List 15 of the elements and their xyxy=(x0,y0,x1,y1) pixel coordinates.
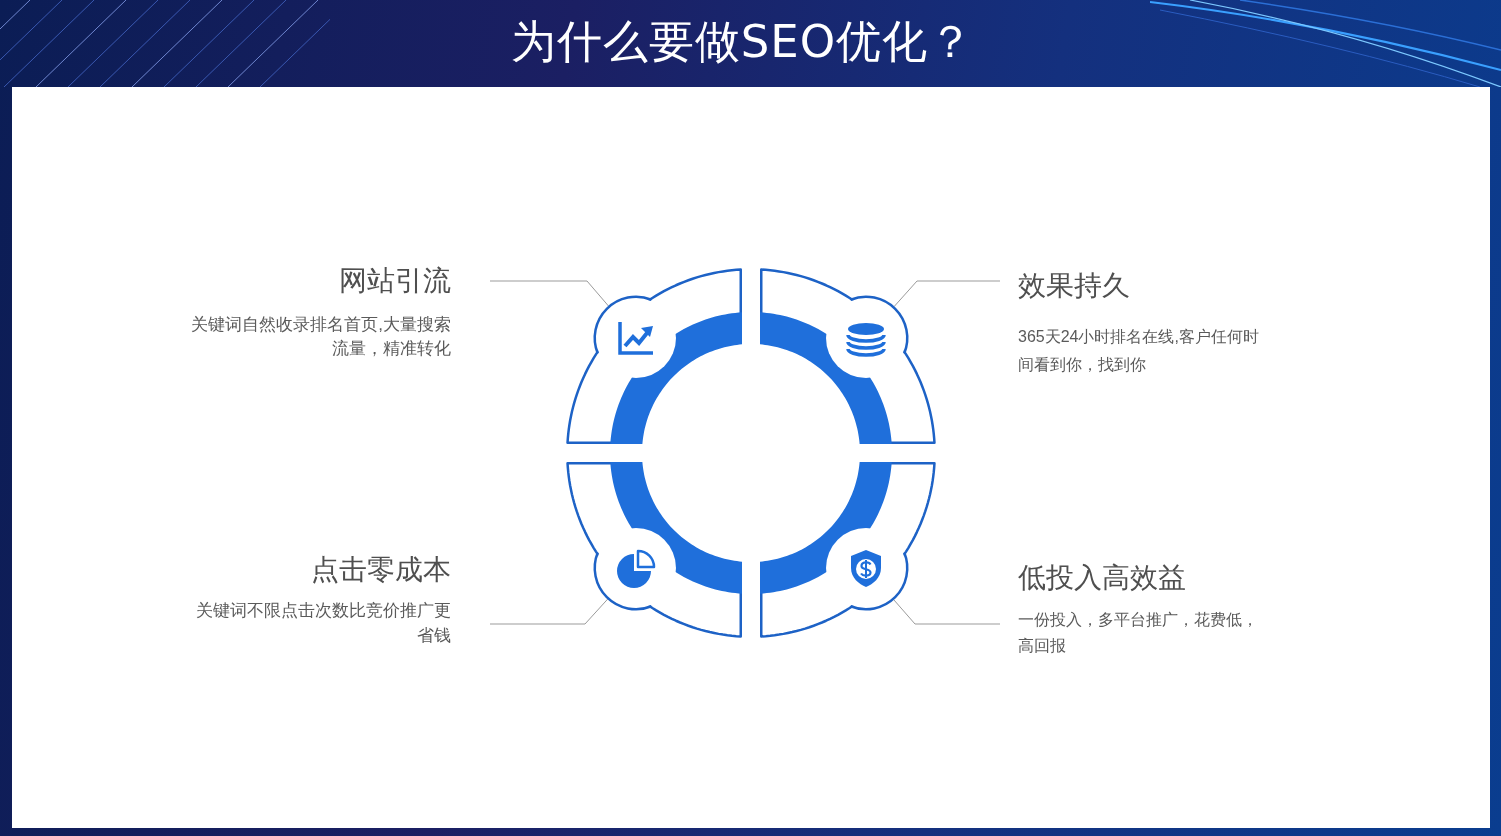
heading: 网站引流 xyxy=(339,264,451,298)
leader-line xyxy=(893,599,1001,625)
leader-line xyxy=(489,598,609,625)
description: 一份投入，多平台推广，花费低，高回报 xyxy=(1018,610,1259,656)
description: 365天24小时排名在线,客户任何时间看到你，找到你 xyxy=(1018,327,1260,375)
title: 为什么要做SEO优化？ xyxy=(510,14,975,70)
leader-line xyxy=(489,280,610,307)
heading: 效果持久 xyxy=(1018,269,1130,303)
ring-segment xyxy=(566,462,742,638)
leader-line xyxy=(893,280,1001,308)
description: 关键词不限点击次数比竞价推广更省钱 xyxy=(195,600,451,647)
heading: 点击零成本 xyxy=(311,553,451,587)
description: 关键词自然收录排名首页,大量搜索流量，精准转化 xyxy=(190,314,451,360)
ring-segment xyxy=(760,462,936,638)
heading: 低投入高效益 xyxy=(1018,561,1186,595)
